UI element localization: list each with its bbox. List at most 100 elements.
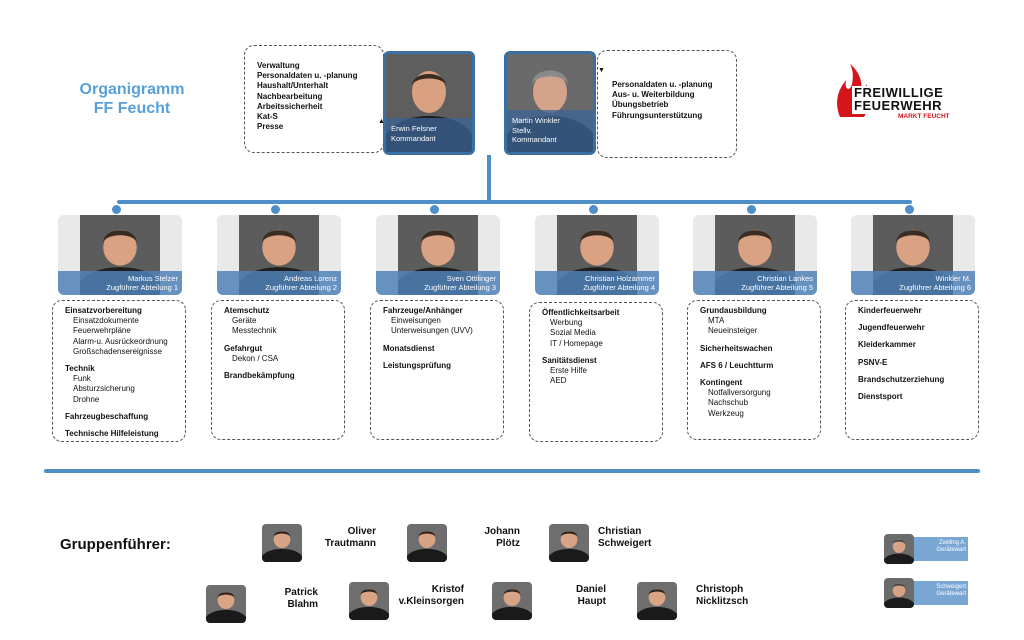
task-group-heading: Fahrzeuge/Anhänger — [383, 306, 463, 315]
division-leader-role: Zugführer Abteilung 2 — [265, 283, 337, 292]
logo-line-1: FREIWILLIGE — [854, 85, 944, 100]
commander-task: Arbeitssicherheit — [257, 101, 323, 111]
task-group-heading: Sanitätsdienst — [542, 355, 597, 365]
equipment-warden-role: Gerätewart — [936, 547, 966, 553]
group-leader-first-name: Patrick — [284, 587, 318, 598]
task-item: Notfallversorgung — [708, 388, 771, 398]
task-group-heading: Fahrzeugbeschaffung — [65, 411, 149, 421]
group-leader-last-name: Nicklitzsch — [696, 596, 749, 607]
task-group-heading: Brandschutzerziehung — [858, 374, 945, 384]
group-leader-last-name: Blahm — [287, 599, 318, 610]
deputy-name: Martin Winkler — [512, 116, 560, 125]
group-leader-name: Daniel Haupt — [540, 584, 606, 608]
task-item: Alarm-u. Ausrückeordnung — [73, 336, 168, 346]
deputy-task: Personaldaten u. -planung — [612, 80, 713, 89]
task-group-heading: Kleiderkammer — [858, 340, 916, 350]
task-item: MTA — [708, 316, 725, 326]
task-item: Messtechnik — [232, 326, 277, 336]
person-silhouette-icon — [407, 524, 447, 562]
group-leader-name: Oliver Trautmann — [296, 526, 376, 550]
connector-node — [271, 205, 280, 214]
division-leader-photo: Winkler M. Zugführer Abteilung 6 — [851, 215, 975, 295]
division-leader-name: Winkler M. — [935, 274, 971, 283]
division-leader-photo: Sven Ottilinger Zugführer Abteilung 3 — [376, 215, 500, 295]
task-group-heading: Jugendfeuerwehr — [858, 323, 925, 333]
division-leader-role: Zugführer Abteilung 6 — [899, 283, 971, 292]
task-item: Absturzsicherung — [73, 384, 135, 394]
division-leader-photo: Christian Lankes Zugführer Abteilung 5 — [693, 215, 817, 295]
division-caption: Christian Lankes Zugführer Abteilung 5 — [693, 271, 817, 295]
task-item: Funk — [73, 374, 91, 384]
division-leader-role: Zugführer Abteilung 5 — [741, 283, 813, 292]
deputy-photo: Martin Winkler Stellv. Kommandant — [504, 51, 596, 155]
task-group-heading: Grundausbildung — [700, 306, 767, 315]
person-silhouette-icon — [206, 585, 246, 623]
task-group-heading: Technik — [65, 364, 95, 374]
deputy-task: Aus- u. Weiterbildung — [612, 90, 695, 100]
group-leader-last-name: Trautmann — [324, 538, 376, 549]
person-silhouette-icon — [884, 578, 914, 608]
horizontal-connector — [117, 200, 912, 204]
task-group-heading: Leistungsprüfung — [383, 360, 451, 370]
division-leader-name: Sven Ottilinger — [446, 274, 496, 283]
task-group-heading: PSNV-E — [858, 357, 888, 367]
task-group-heading: Öffentlichkeitsarbeit — [542, 308, 620, 317]
group-leader-last-name: v.Kleinsorgen — [398, 596, 464, 607]
group-leader-photo — [637, 582, 677, 620]
group-leader-photo — [492, 582, 532, 620]
commander-task: Verwaltung — [257, 61, 300, 70]
task-item: IT / Homepage — [550, 338, 603, 348]
vertical-connector — [487, 155, 491, 203]
division-caption: Christian Holzammer Zugführer Abteilung … — [535, 271, 659, 295]
task-item: Werkzeug — [708, 408, 744, 418]
group-leader-last-name: Plötz — [496, 538, 520, 549]
division-leader-photo: Christian Holzammer Zugführer Abteilung … — [535, 215, 659, 295]
group-leader-name: Kristof v.Kleinsorgen — [394, 584, 464, 608]
task-group-heading: Monatsdienst — [383, 343, 435, 353]
equipment-warden-name: Schweigert — [936, 584, 966, 590]
commander-task: Kat-S — [257, 112, 278, 122]
task-item: Einsatzdokumente — [73, 316, 139, 326]
title-line-1: Organigramm — [79, 81, 185, 98]
division-leader-name: Christian Holzammer — [584, 274, 655, 283]
deputy-role-line-1: Stellv. — [512, 125, 532, 135]
task-item: AED — [550, 376, 567, 386]
commander-task: Presse — [257, 122, 284, 132]
group-leader-photo — [206, 585, 246, 623]
deputy-caption: Martin Winkler Stellv. Kommandant — [507, 110, 593, 152]
connector-node — [589, 205, 598, 214]
group-leader-first-name: Christian — [598, 526, 642, 537]
task-item: Einweisungen — [391, 316, 441, 326]
task-group-heading: Kontingent — [700, 378, 743, 388]
task-group-heading: Technische Hilfeleistung — [65, 429, 159, 439]
task-item: Unterweisungen (UVV) — [391, 326, 473, 336]
deputy-task-box: Personaldaten u. -planung Aus- u. Weiter… — [597, 50, 737, 158]
group-leader-name: Christoph Nicklitzsch — [696, 584, 776, 608]
chart-title: Organigramm FF Feucht — [62, 80, 202, 118]
logo-line-2: FEUERWEHR — [854, 98, 943, 113]
commander-photo: Erwin Felsner Kommandant — [383, 51, 475, 155]
division-leader-name: Andreas Lorenz — [284, 274, 337, 283]
commander-task: Nachbearbeitung — [257, 91, 323, 101]
group-leader-name: Johann Plötz — [450, 526, 520, 550]
person-silhouette-icon — [349, 582, 389, 620]
person-silhouette-icon — [262, 524, 302, 562]
group-leader-first-name: Daniel — [575, 584, 606, 595]
division-leader-name: Christian Lankes — [757, 274, 813, 283]
task-group-heading: Gefahrgut — [224, 343, 263, 353]
title-line-2: FF Feucht — [93, 100, 171, 117]
task-item: Sozial Media — [550, 328, 596, 338]
division-leader-role: Zugführer Abteilung 1 — [106, 283, 178, 292]
group-leader-name: Patrick Blahm — [254, 587, 318, 611]
commander-caption: Erwin Felsner Kommandant — [386, 118, 472, 152]
group-leader-photo — [407, 524, 447, 562]
group-leader-photo — [349, 582, 389, 620]
arrow-up-icon: ▲ — [378, 118, 385, 125]
connector-node — [747, 205, 756, 214]
